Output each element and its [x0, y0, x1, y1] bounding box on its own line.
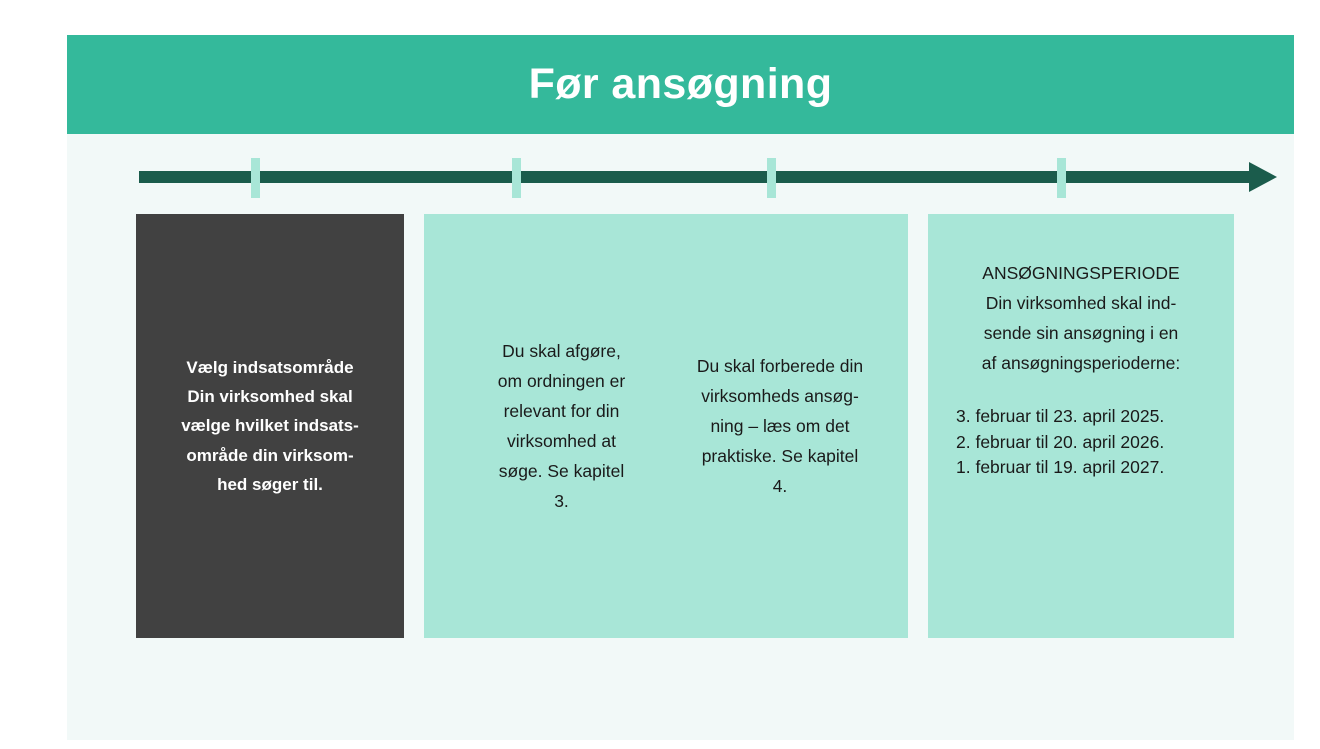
timeline-tick-1	[251, 158, 260, 198]
step-card-1: Vælg indsatsområde Din virksomhed skal v…	[136, 214, 404, 638]
step-card-4-heading: ANSØGNINGSPERIODE Din virksomhed skal in…	[981, 263, 1181, 374]
application-period-item: 1. februar til 19. april 2027.	[956, 457, 1165, 478]
step-card-3: Du skal forberede din virksomheds ansøg-…	[652, 214, 908, 638]
timeline-arrowhead-icon	[1249, 162, 1277, 192]
timeline-tick-2	[512, 158, 521, 198]
step-card-1-text: Vælg indsatsområde Din virksomhed skal v…	[181, 357, 359, 494]
header-band: Før ansøgning	[67, 35, 1294, 134]
timeline-tick-4	[1057, 158, 1066, 198]
timeline-line	[139, 171, 1260, 183]
application-period-item: 2. februar til 20. april 2026.	[956, 431, 1165, 452]
step-card-2-text: Du skal afgøre, om ordningen er relevant…	[497, 340, 626, 512]
step-cards: Vælg indsatsområde Din virksomhed skal v…	[67, 214, 1294, 638]
page-title: Før ansøgning	[528, 60, 833, 108]
application-period-item: 3. februar til 23. april 2025.	[956, 406, 1165, 427]
timeline-tick-3	[767, 158, 776, 198]
process-timeline-arrow	[67, 134, 1294, 214]
content-panel: Vælg indsatsområde Din virksomhed skal v…	[67, 134, 1294, 740]
step-card-4: ANSØGNINGSPERIODE Din virksomhed skal in…	[928, 214, 1234, 638]
step-card-3-text: Du skal forberede din virksomheds ansøg-…	[696, 355, 864, 497]
application-period-list: 3. februar til 23. april 2025. 2. februa…	[940, 404, 1222, 480]
